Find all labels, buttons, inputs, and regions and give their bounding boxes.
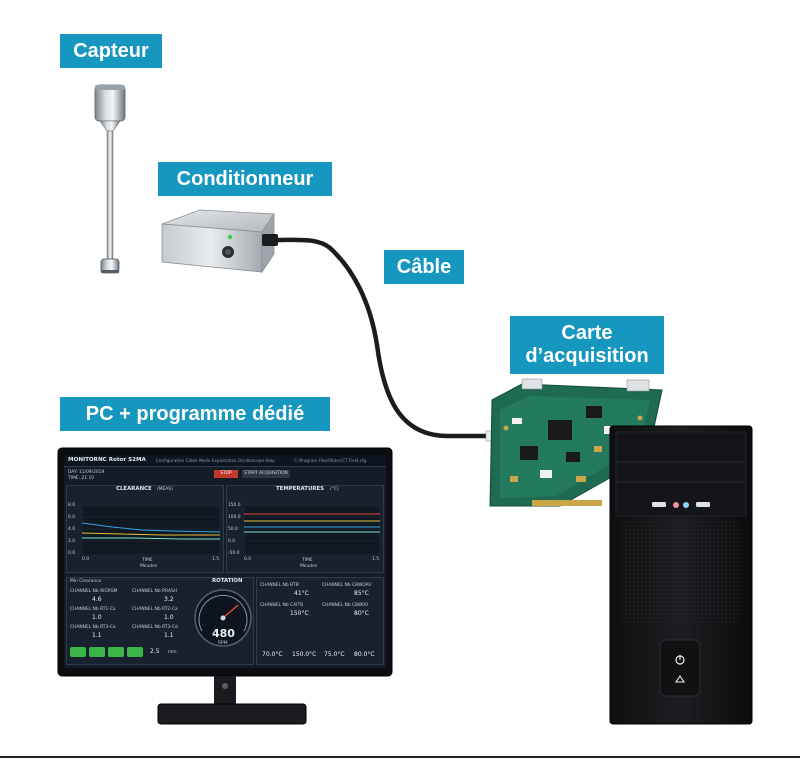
temp-channel-value: 150°C [290, 610, 309, 617]
clearance-xmin: 0.0 [82, 557, 89, 562]
temperature-channels-panel [256, 577, 384, 665]
temp-channel-name: CHANNEL Nb BTB [260, 583, 299, 588]
clearance-series-2 [82, 532, 220, 536]
clearance-channel-name: CHANNEL Nb RT3-Ca [70, 625, 116, 630]
label-cable: Câble [384, 250, 464, 284]
blade-status-icons [70, 647, 143, 657]
start-acquisition-button[interactable]: START ACQUISITION [242, 470, 290, 478]
clearance-title: CLEARANCE [116, 486, 152, 492]
acquisition-board [489, 378, 663, 507]
blade-icon [70, 647, 86, 657]
temp-xlabel: TIME [302, 558, 313, 563]
clearance-ytick: 8.0 [68, 503, 75, 508]
clearance-series-3 [82, 537, 220, 540]
clearance-channel-value: 1.0 [164, 614, 174, 621]
clearance-channel-value: 1.1 [164, 632, 174, 639]
clearance-channel-name: CHANNEL Nb RT3-Cd [132, 625, 178, 630]
temp-channel-name: CHANNEL Nb CBW00 [322, 603, 368, 608]
clearance-unit: (MEAS) [157, 487, 173, 492]
clearance-channel-value: 3.2 [164, 596, 174, 603]
label-capteur: Capteur [60, 34, 162, 68]
label-carte: Carte d’acquisition [510, 316, 664, 374]
temp-channel-value: 85°C [354, 590, 369, 597]
rpm-unit: RPM [218, 641, 228, 646]
gauge-needle [222, 604, 239, 619]
stop-button[interactable]: STOP [214, 470, 238, 478]
temp-channel-name: CHANNEL Nb CAITB [260, 603, 304, 608]
clearance-channel-name: CHANNEL Nb RT1-Ca [70, 607, 116, 612]
temp-channel-value: 41°C [294, 590, 309, 597]
clearance-xlabel: TIME [142, 558, 153, 563]
temp-xmax: 1.5 [372, 557, 379, 562]
min-clearance-value: 2.5 [150, 648, 160, 655]
conditioner-box [161, 209, 278, 274]
screen-titlebar: MONITORNC Rotor S2MA Configuration Cable… [64, 455, 386, 467]
rpm-value: 480 [212, 627, 235, 640]
blade-icon [127, 647, 143, 657]
clearance-ytick: 2.0 [68, 539, 75, 544]
temp-bottom-value: 80.0°C [354, 651, 375, 658]
clearance-channel-value: 4.6 [92, 596, 102, 603]
temp-ytick: -50.0 [228, 551, 240, 556]
pc-tower [609, 425, 753, 725]
clearance-channel-name: CHANNEL Nb RRASH [132, 589, 178, 594]
temp-ytick: 100.0 [228, 515, 241, 520]
day-label: DAY: 11/09/2019 [68, 470, 105, 475]
time-label: TIME: 21:10 [68, 476, 95, 481]
min-clearance-label: Min Clearance [70, 579, 102, 584]
label-conditionneur: Conditionneur [158, 162, 332, 196]
temperature-plot [244, 505, 380, 555]
temp-xunit: Minutes [300, 564, 318, 569]
temp-bottom-value: 150.0°C [292, 651, 317, 658]
temp-channel-name: CHANNEL Nb CBWOAV [322, 583, 372, 588]
temp-bottom-value: 70.0°C [262, 651, 283, 658]
clearance-xunit: Minutes [140, 564, 158, 569]
clearance-ytick: 4.0 [68, 527, 75, 532]
rotation-title: ROTATION [212, 578, 243, 584]
clearance-xmax: 1.5 [212, 557, 219, 562]
blade-icon [108, 647, 124, 657]
app-menu[interactable]: Configuration Cable Mode Exploitation Os… [156, 458, 275, 463]
app-title: MONITORNC Rotor S2MA [68, 457, 146, 463]
blade-icon [89, 647, 105, 657]
sensor-probe [94, 84, 126, 274]
temp-ytick: 150.0 [228, 503, 241, 508]
clearance-channel-name: CHANNEL Nb RT2-Ca [132, 607, 178, 612]
config-path: C:\Program Files\Rotor\CT Field.cfg [294, 458, 367, 463]
temp-bottom-value: 75.0°C [324, 651, 345, 658]
rotation-gauge [194, 589, 252, 647]
clearance-plot [82, 505, 220, 555]
clearance-channel-value: 1.0 [92, 614, 102, 621]
temperatures-title: TEMPERATURES [276, 486, 325, 492]
temperatures-unit: (°C) [330, 487, 339, 492]
clearance-ytick: 0.0 [68, 551, 75, 556]
clearance-series-1 [82, 522, 220, 533]
min-clearance-unit: mm [168, 650, 177, 655]
temp-xmin: 0.0 [244, 557, 251, 562]
cable [273, 237, 493, 439]
temp-channel-value: 80°C [354, 610, 369, 617]
temp-ytick: 50.0 [228, 527, 238, 532]
label-pc: PC + programme dédié [60, 397, 330, 431]
clearance-ytick: 6.0 [68, 515, 75, 520]
clearance-channel-value: 1.1 [92, 632, 102, 639]
clearance-channel-name: CHANNEL Nb WGRSM [70, 589, 118, 594]
temp-ytick: 0.0 [228, 539, 235, 544]
monitor-screen: MONITORNC Rotor S2MA Configuration Cable… [64, 455, 386, 668]
